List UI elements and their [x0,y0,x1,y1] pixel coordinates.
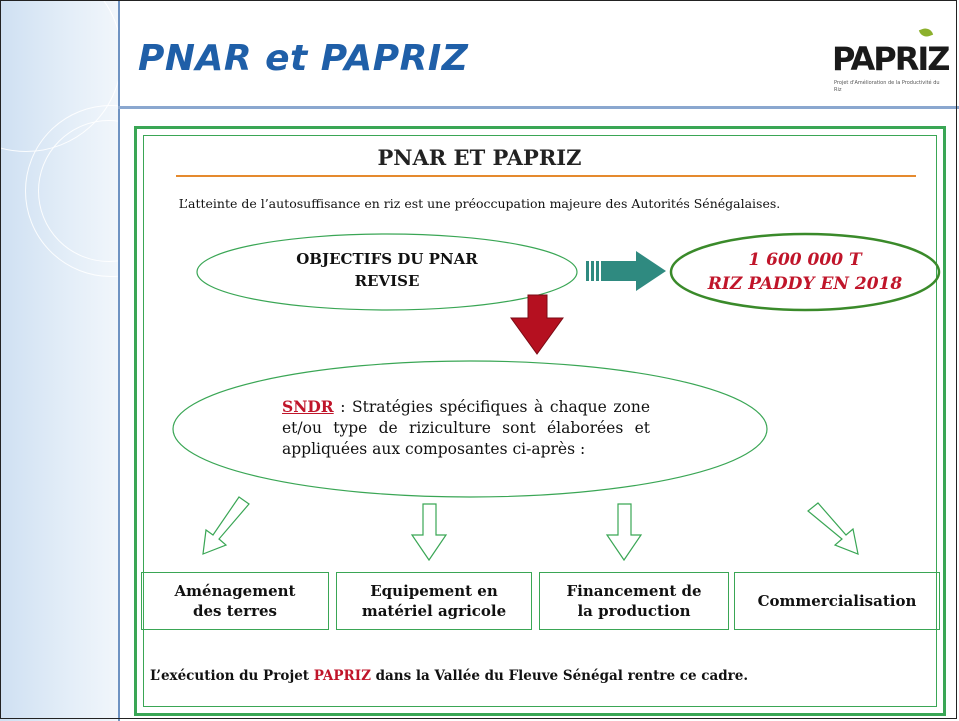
left-decorative-band [0,0,118,721]
slide-title: PNAR et PAPRIZ [138,38,469,79]
target-line-1: 1 600 000 T [748,250,862,270]
panel-title-rule [176,175,916,177]
sndr-ellipse [172,360,768,498]
target-label: 1 600 000 T RIZ PADDY EN 2018 [680,248,930,296]
footer-text-end: dans la Vallée du Fleuve Sénégal rentre … [370,668,749,684]
outline-arrow-down-right-icon [807,502,859,555]
vertical-rule [118,0,120,721]
footer-papriz-highlight: PAPRIZ [313,668,371,684]
target-line-2: RIZ PADDY EN 2018 [707,274,903,294]
component-financement: Financement de la production [539,572,729,630]
objectives-line-1: OBJECTIFS DU PNAR [296,250,478,268]
panel-title: PNAR ET PAPRIZ [377,145,582,170]
outline-arrow-down-icon [410,503,448,562]
sndr-text: SNDR : Stratégies spécifiques à chaque z… [282,396,650,460]
component-commercialisation: Commercialisation [734,572,940,630]
outline-arrow-down-left-icon [202,496,250,555]
objectives-label: OBJECTIFS DU PNAR REVISE [262,248,512,292]
teal-arrow-icon [586,251,666,291]
content-panel [134,126,946,716]
sndr-description: : Stratégies spécifiques à chaque zone e… [282,398,650,458]
component-amenagement: Aménagement des terres [141,572,329,630]
component-commercialisation-line-1: Commercialisation [757,592,917,610]
footer-statement: L’exécution du Projet PAPRIZ dans la Val… [150,668,748,684]
objectives-line-2: REVISE [354,272,420,290]
target-ellipse [669,232,941,312]
logo-subtitle: Projet d'Amélioration de la Productivité… [834,80,940,93]
component-equipement-line-2: matériel agricole [361,602,507,620]
component-financement-line-1: Financement de [566,582,702,600]
outline-arrow-down-icon-2 [605,503,643,562]
component-equipement-line-1: Equipement en [370,582,498,600]
red-down-arrow-icon [510,294,564,355]
panel-inner-border [143,135,937,707]
component-financement-line-2: la production [577,602,691,620]
component-equipement: Equipement en matériel agricole [336,572,532,630]
title-rule [118,106,959,109]
component-amenagement-line-1: Aménagement [174,582,296,600]
logo-mark: PAPRIZ [832,40,950,78]
footer-text-start: L’exécution du Projet [150,668,314,684]
objectives-ellipse [196,233,578,311]
papriz-logo: PAPRIZ Projet d'Amélioration de la Produ… [832,26,950,98]
sndr-keyword: SNDR [282,397,334,416]
intro-text: L’atteinte de l’autosuffisance en riz es… [178,196,781,211]
component-amenagement-line-2: des terres [193,602,277,620]
